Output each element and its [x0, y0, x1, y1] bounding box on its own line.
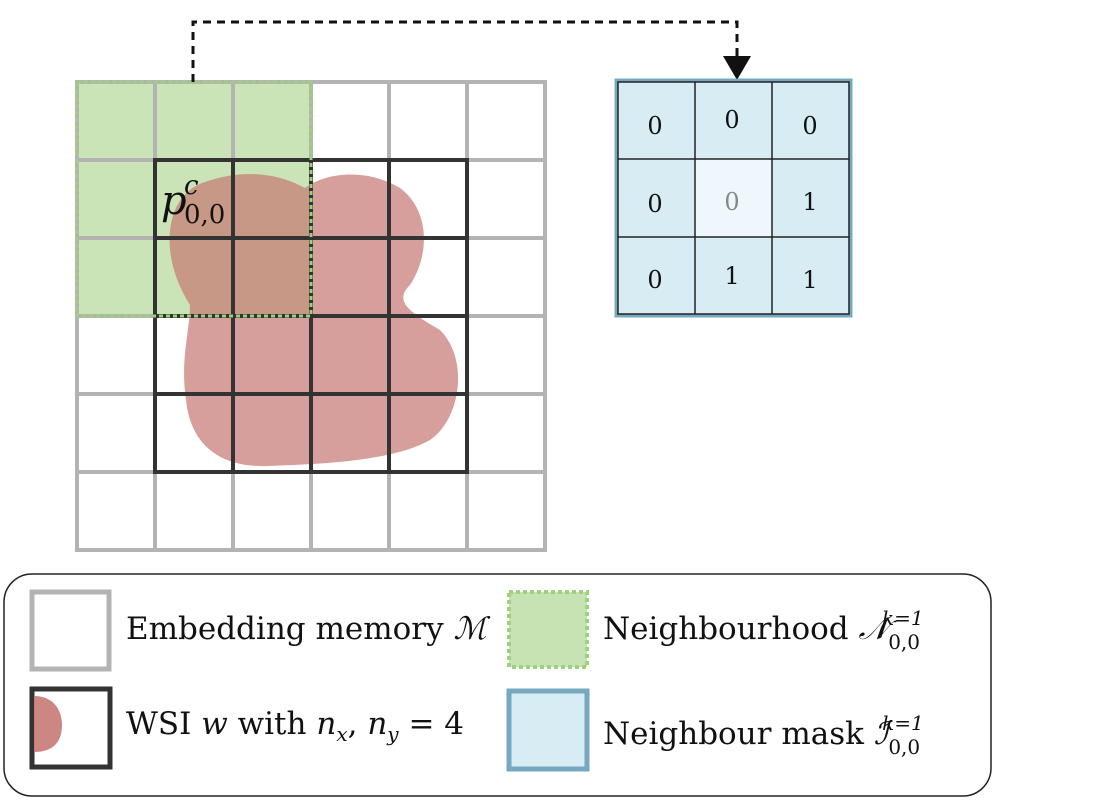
mask-cell: 0 [724, 188, 739, 216]
legend-box [3, 573, 992, 797]
mask-cell: 0 [647, 112, 662, 140]
mask-cell: 1 [724, 262, 739, 290]
wsi-swatch-lesion-icon [34, 696, 62, 752]
patch-label-superscript: c [184, 171, 199, 201]
mask-cell: 0 [724, 106, 739, 134]
legend-wsi-label: WSI w with nx, ny = 4 [126, 706, 464, 746]
memory-swatch-icon [29, 589, 112, 672]
neighbour-mask: 0 0 0 0 0 1 0 1 1 [614, 78, 853, 318]
neighbourhood-swatch-icon [507, 590, 589, 669]
legend-memory-label: Embedding memory ℳ [126, 611, 490, 647]
connector-arrow [191, 20, 739, 82]
mask-center-cell [695, 159, 772, 237]
mask-swatch-icon [506, 688, 590, 772]
legend-mask-label: Neighbour mask ℐ0,0k=1 [603, 711, 924, 759]
mask-cell: 0 [802, 112, 817, 140]
mask-cell: 1 [802, 188, 817, 216]
neighbourhood-outline [75, 80, 313, 318]
mask-cell: 0 [647, 266, 662, 294]
legend-neighbourhood-label: Neighbourhood 𝒩0,0k=1 [603, 606, 924, 654]
patch-label-subscript: 0,0 [184, 200, 225, 230]
arrowhead-icon [723, 56, 751, 80]
patch-label: p [161, 178, 187, 224]
mask-cell: 0 [647, 190, 662, 218]
mask-cell: 1 [802, 266, 817, 294]
